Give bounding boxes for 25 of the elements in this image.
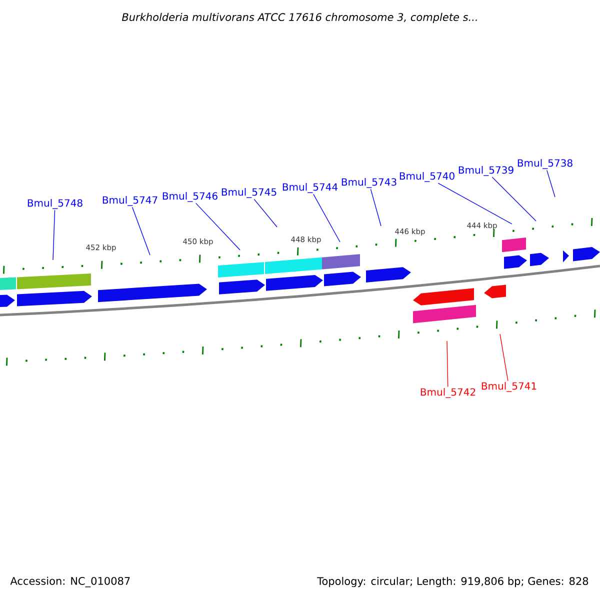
gene-label: Bmul_5740	[400, 172, 454, 182]
title: Burkholderia multivorans ATCC 17616 chromosome 3, complete s...	[122, 12, 477, 24]
gene-label: Bmul_5742	[420, 388, 476, 398]
gene-label: Bmul_5747	[102, 196, 158, 206]
gene-label: Bmul_5739	[458, 166, 514, 176]
leader-line	[313, 194, 340, 242]
leader-line	[254, 198, 278, 228]
leader-line	[500, 334, 508, 382]
gene-label: Bmul_5744	[282, 183, 338, 193]
leader-line	[492, 176, 536, 222]
leader-line	[546, 170, 556, 198]
leader-line	[52, 210, 56, 260]
gene-label: Bmul_5748	[28, 199, 82, 209]
leader-line	[132, 206, 150, 256]
gene-label: Bmul_5745	[222, 188, 276, 198]
info-text: Accession: NC_010087	[10, 576, 130, 588]
leader-line	[438, 182, 512, 224]
leader-line	[446, 340, 448, 388]
gene-label: Bmul_5743	[342, 178, 396, 188]
leader-line	[195, 202, 240, 250]
gene-label: Bmul_5738	[518, 159, 572, 169]
gene-label: Bmul_5741	[482, 382, 536, 392]
leader-line	[370, 188, 382, 226]
info-text: Topology: circular; Length: 919,806 bp; Genes: 828	[317, 576, 588, 588]
gene-label: Bmul_5746	[162, 192, 218, 202]
